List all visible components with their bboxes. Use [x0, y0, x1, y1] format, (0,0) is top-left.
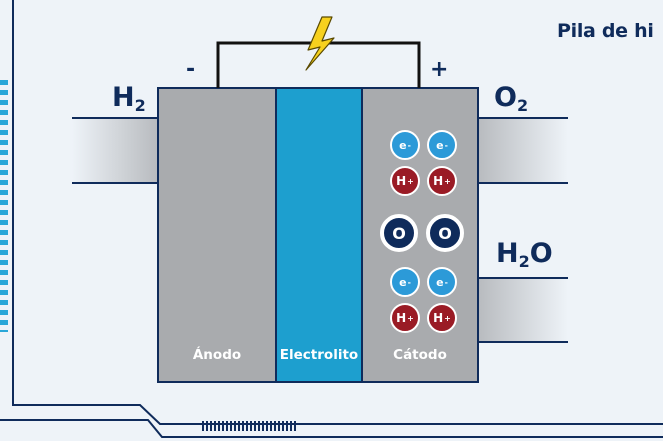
proton-particle: H+	[427, 303, 457, 333]
h2-inlet-pipe	[72, 118, 158, 183]
electron-particle: e-	[427, 130, 457, 160]
electrolyte-label: Electrolito	[279, 347, 359, 363]
electron-particle: e-	[427, 267, 457, 297]
proton-particle: H+	[390, 303, 420, 333]
o2-inlet-pipe	[478, 118, 568, 183]
negative-terminal-label: -	[186, 57, 196, 82]
diagram-title: Pila de hi	[557, 20, 654, 42]
cathode-label: Cátodo	[393, 347, 447, 363]
o2-label: O2	[494, 82, 529, 115]
proton-particle: H+	[390, 166, 420, 196]
h2-label: H2	[112, 82, 146, 115]
electron-particle: e-	[390, 130, 420, 160]
positive-terminal-label: +	[430, 57, 449, 82]
proton-particle: H+	[427, 166, 457, 196]
h2o-outlet-pipe	[478, 278, 568, 342]
oxygen-atom: O	[426, 214, 464, 252]
oxygen-atom: O	[380, 214, 418, 252]
h2o-label: H2O	[496, 238, 553, 271]
electron-particle: e-	[390, 267, 420, 297]
anode-label: Ánodo	[192, 347, 242, 363]
left-dash-border	[0, 78, 10, 338]
electrolyte-block	[275, 87, 363, 383]
anode-block	[157, 87, 277, 383]
lightning-bolt-icon	[305, 16, 335, 71]
